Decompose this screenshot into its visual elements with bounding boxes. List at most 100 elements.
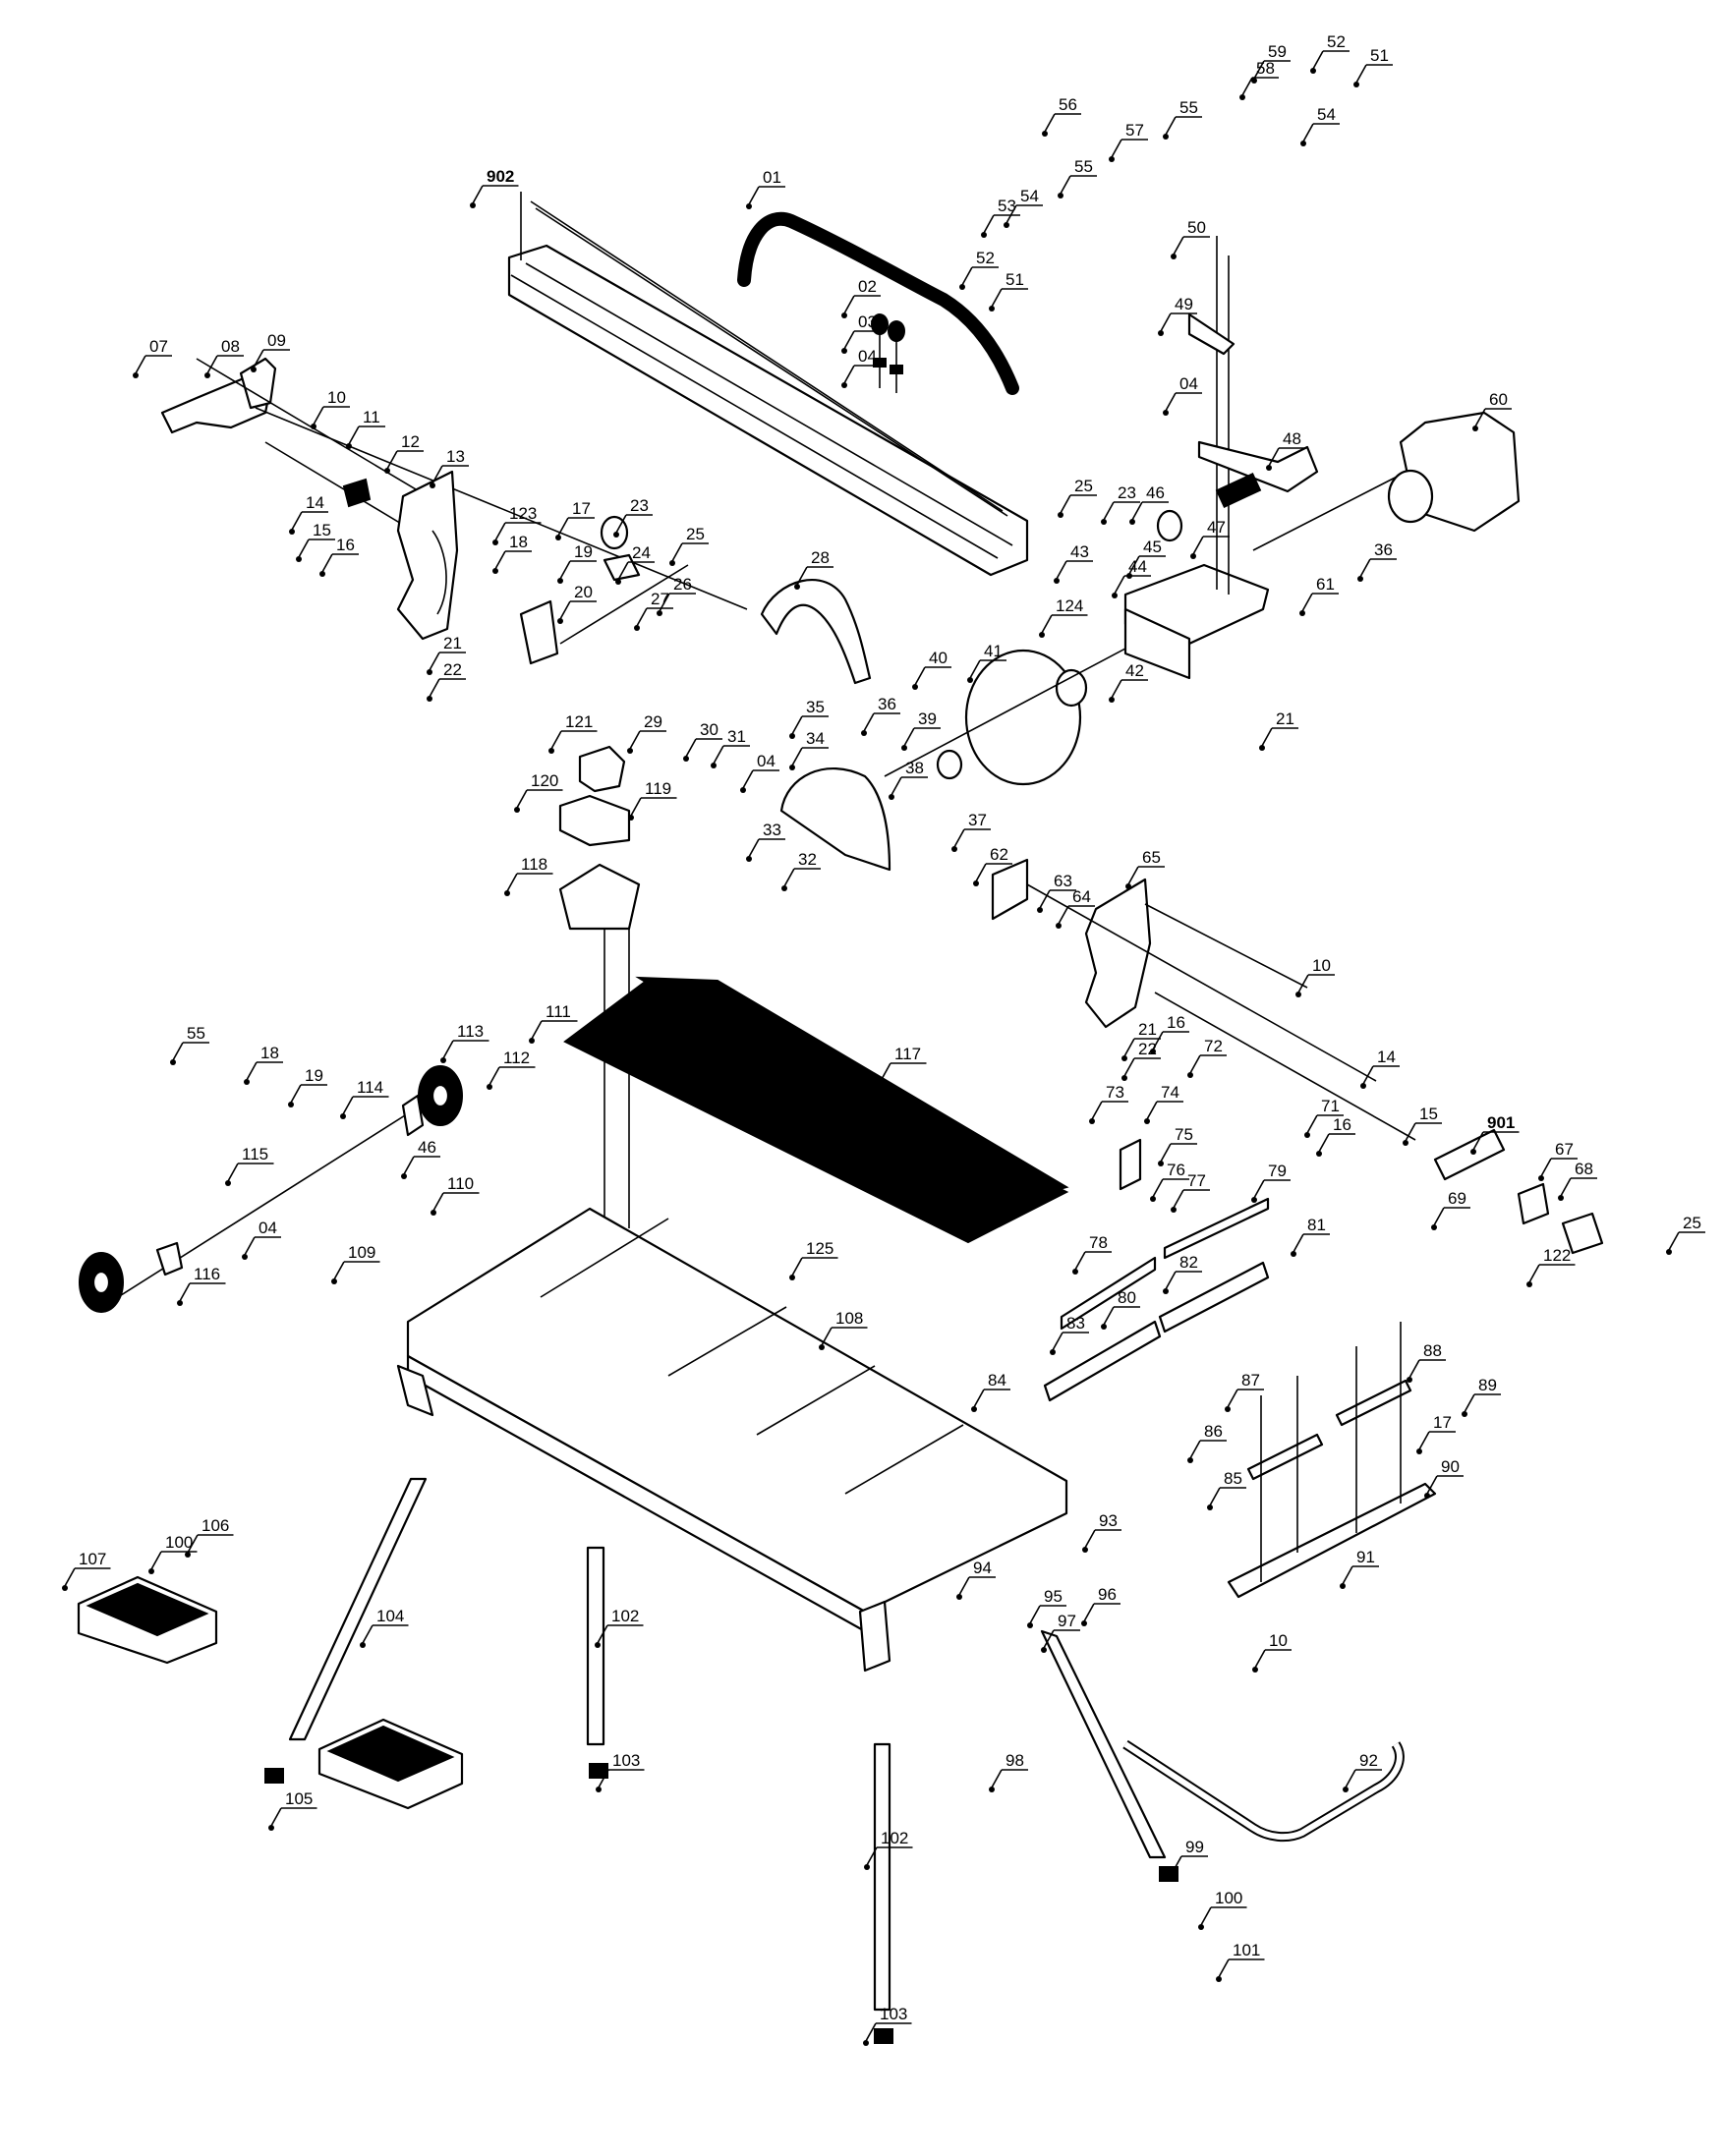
callout-leader bbox=[135, 355, 146, 374]
callout-leader bbox=[1301, 593, 1313, 612]
callout-109: 109 bbox=[331, 1243, 380, 1284]
callout-leader bbox=[1058, 905, 1069, 925]
callout-number: 112 bbox=[503, 1049, 530, 1067]
callout-number: 04 bbox=[259, 1219, 277, 1237]
callout-anchor-dot bbox=[683, 756, 689, 762]
callout-anchor-dot bbox=[529, 1038, 535, 1044]
callout-leader bbox=[290, 1084, 302, 1104]
callout-anchor-dot bbox=[781, 885, 787, 891]
callout-number: 14 bbox=[1377, 1048, 1396, 1066]
callout-leader bbox=[429, 652, 440, 671]
callout-anchor-dot bbox=[971, 1406, 977, 1412]
callout-61: 61 bbox=[1299, 575, 1339, 616]
callout-901: 901 bbox=[1470, 1113, 1520, 1155]
callout-anchor-dot bbox=[1353, 82, 1359, 87]
callout-leader bbox=[1160, 312, 1172, 332]
callout-number: 43 bbox=[1070, 542, 1089, 561]
callout-anchor-dot bbox=[1190, 553, 1196, 559]
legs-and-feet bbox=[77, 1477, 1178, 2044]
callout-leader bbox=[172, 1042, 184, 1061]
callout-anchor-dot bbox=[1216, 1976, 1222, 1982]
callout-anchor-dot bbox=[251, 367, 257, 372]
callout-38: 38 bbox=[889, 759, 928, 800]
callout-leader bbox=[1345, 1769, 1356, 1788]
callout-anchor-dot bbox=[384, 468, 390, 474]
callout-03: 03 bbox=[841, 312, 881, 354]
callout-leader bbox=[630, 797, 642, 817]
callout-anchor-dot bbox=[1050, 1349, 1056, 1355]
callout-anchor-dot bbox=[1407, 1377, 1412, 1383]
callout-number: 02 bbox=[858, 277, 877, 296]
callout-anchor-dot bbox=[1316, 1151, 1322, 1157]
callout-15: 15 bbox=[1403, 1105, 1442, 1146]
callout-number: 03 bbox=[858, 312, 877, 331]
callout-96: 96 bbox=[1081, 1585, 1121, 1626]
callout-11: 11 bbox=[346, 408, 385, 449]
callout-86: 86 bbox=[1187, 1422, 1227, 1463]
callout-anchor-dot bbox=[431, 1210, 436, 1216]
callout-64: 64 bbox=[1056, 887, 1095, 929]
callout-anchor-dot bbox=[740, 787, 746, 793]
callout-97: 97 bbox=[1041, 1612, 1080, 1653]
callout-54: 54 bbox=[1004, 187, 1043, 228]
callout-117: 117 bbox=[878, 1045, 927, 1086]
callout-leader bbox=[991, 288, 1003, 308]
callout-anchor-dot bbox=[789, 1275, 795, 1280]
callout-leader bbox=[246, 1061, 258, 1081]
callout-31: 31 bbox=[711, 727, 750, 768]
callout-number: 77 bbox=[1187, 1171, 1206, 1190]
callout-71: 71 bbox=[1304, 1097, 1344, 1138]
pump-and-tray-parts-118-121 bbox=[558, 745, 641, 1228]
callout-leader bbox=[550, 730, 562, 750]
callout-number: 37 bbox=[968, 811, 987, 829]
callout-55: 55 bbox=[170, 1024, 209, 1065]
callout-leader bbox=[991, 1769, 1003, 1788]
callout-number: 29 bbox=[644, 712, 662, 731]
callout-125: 125 bbox=[789, 1239, 838, 1280]
callout-leader bbox=[617, 561, 629, 581]
callout-number: 38 bbox=[905, 759, 924, 777]
callout-anchor-dot bbox=[1343, 1787, 1349, 1792]
callout-number: 64 bbox=[1072, 887, 1091, 906]
callout-81: 81 bbox=[1291, 1216, 1330, 1257]
callout-leader bbox=[1426, 1475, 1438, 1495]
callout-leader bbox=[1171, 1855, 1182, 1875]
callout-leader bbox=[1200, 1906, 1212, 1926]
callout-anchor-dot bbox=[1121, 1075, 1127, 1081]
callout-number: 79 bbox=[1268, 1162, 1287, 1180]
callout-101: 101 bbox=[1216, 1941, 1265, 1982]
callout-number: 18 bbox=[509, 533, 528, 551]
callout-105: 105 bbox=[268, 1789, 317, 1831]
callout-leader bbox=[253, 349, 264, 369]
callout-106: 106 bbox=[185, 1516, 234, 1558]
callout-number: 22 bbox=[1138, 1040, 1157, 1058]
callout-leader bbox=[298, 539, 310, 558]
callout-122: 122 bbox=[1526, 1246, 1576, 1287]
callout-18: 18 bbox=[244, 1044, 283, 1085]
callout-leader bbox=[1173, 1189, 1184, 1209]
callout-number: 103 bbox=[612, 1751, 640, 1770]
callout-leader bbox=[494, 550, 506, 570]
callout-anchor-dot bbox=[669, 560, 675, 566]
callout-42: 42 bbox=[1109, 661, 1148, 703]
callout-47: 47 bbox=[1190, 518, 1230, 559]
callout-number: 92 bbox=[1359, 1751, 1378, 1770]
callout-77: 77 bbox=[1171, 1171, 1210, 1213]
callout-88: 88 bbox=[1407, 1341, 1446, 1383]
callout-number: 107 bbox=[79, 1550, 106, 1568]
callout-leader bbox=[488, 1066, 500, 1086]
callout-anchor-dot bbox=[1472, 426, 1478, 431]
callout-leader bbox=[1355, 64, 1367, 84]
callout-anchor-dot bbox=[746, 203, 752, 209]
callout-leader bbox=[1540, 1158, 1552, 1177]
callout-59: 59 bbox=[1251, 42, 1291, 84]
callout-anchor-dot bbox=[595, 1642, 601, 1648]
callout-anchor-dot bbox=[746, 856, 752, 862]
callout-leader bbox=[429, 678, 440, 698]
callout-anchor-dot bbox=[1144, 1118, 1150, 1124]
callout-number: 109 bbox=[348, 1243, 375, 1262]
callout-number: 115 bbox=[242, 1145, 268, 1163]
callout-number: 55 bbox=[1074, 157, 1093, 176]
callout-leader bbox=[598, 1769, 609, 1788]
callout-leader bbox=[1189, 1440, 1201, 1459]
